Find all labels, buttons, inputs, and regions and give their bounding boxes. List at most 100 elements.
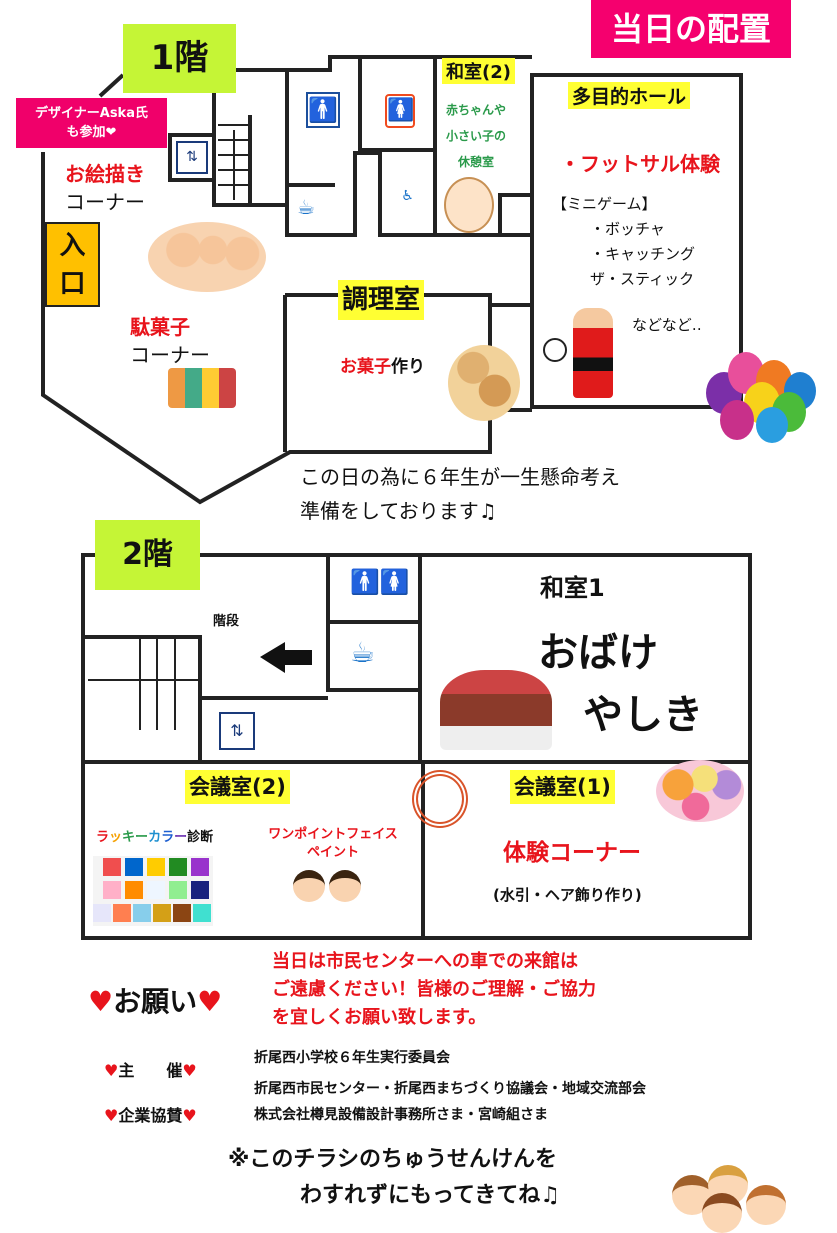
host-list: 折尾西小学校６年生実行委員会 折尾西市民センター・折尾西まちづくり協議会・地域交… — [254, 1043, 646, 1105]
minigame-item: ・ボッチャ — [590, 220, 665, 238]
lucky-color-char: ー — [135, 830, 149, 845]
color-swatch — [169, 858, 187, 876]
soccer-ball-icon — [543, 338, 567, 362]
kids-illustration — [148, 222, 266, 292]
dagashi-corner: 駄菓子 コーナー — [130, 313, 210, 369]
drawing-corner-sub: コーナー — [65, 190, 145, 214]
page-title: 当日の配置 — [591, 0, 791, 58]
elevator-icon: ⇅ — [219, 712, 255, 750]
drawing-corner-title: お絵描き — [65, 162, 145, 186]
flowers-illustration — [656, 760, 744, 822]
color-swatch — [103, 858, 121, 876]
color-swatch — [169, 881, 187, 899]
color-swatch — [153, 904, 171, 922]
lucky-color-label: ラッキーカラー診断 — [96, 826, 213, 845]
cooking-title: 調理室 — [338, 280, 425, 320]
heart-icon: ♥ — [197, 985, 223, 1018]
washitsu2-desc-line: 赤ちゃんや — [445, 103, 506, 117]
request-label-text: お願い — [113, 985, 198, 1018]
toilet-icon: 🚹🚺 — [350, 568, 410, 596]
raffle-note: ※このチラシのちゅうせんけんを わすれずにもってきてね♫ — [228, 1142, 560, 1214]
face-paint-label: ワンポイントフェイス ペイント — [258, 826, 408, 862]
elevator-icon: ⇅ — [176, 141, 208, 174]
heart-icon: ♥ — [104, 1106, 119, 1125]
designer-note-line: も参加❤ — [66, 125, 117, 140]
haunted-house-line1: おばけ — [538, 630, 658, 676]
soccer-player-illustration — [573, 308, 613, 398]
hall-title: 多目的ホール — [568, 82, 691, 109]
child-face — [329, 870, 361, 902]
lucky-color-char: ラ — [96, 830, 110, 845]
stairs-label: 階段 — [213, 614, 240, 629]
heart-icon: ♥ — [88, 985, 114, 1018]
color-swatch — [125, 858, 143, 876]
mizuhiki-knot-icon — [412, 770, 468, 828]
balloon-icon — [720, 400, 754, 440]
entrance-char: 入 — [59, 231, 86, 261]
prep-message-line: 準備をしております♫ — [300, 499, 497, 523]
experience-corner-sub: (水引・ヘア飾り作り) — [493, 886, 642, 904]
designer-note: デザイナーAska氏 も参加❤ — [16, 98, 167, 148]
color-swatch — [193, 904, 211, 922]
lucky-color-char: カ — [148, 830, 162, 845]
designer-note-line: デザイナーAska氏 — [35, 106, 148, 121]
kitchenette-icon: ☕ — [350, 636, 376, 669]
washitsu2-title: 和室(2) — [442, 58, 515, 84]
minigame-heading: 【ミニゲーム】 — [552, 195, 657, 213]
request-line: を宜しくお願い致します。 — [272, 1007, 487, 1028]
host-item: 折尾西小学校６年生実行委員会 — [254, 1050, 450, 1066]
kids-facepaint-illustration — [293, 870, 363, 926]
color-swatch — [125, 881, 143, 899]
host-label-text: 主 催 — [118, 1061, 183, 1080]
lucky-color-char: ッ — [109, 830, 123, 845]
sponsor-label: ♥企業協賛♥ — [104, 1102, 197, 1126]
drawing-corner: お絵描き コーナー — [65, 160, 145, 216]
washitsu2-desc-line: 小さい子の — [445, 129, 506, 143]
entrance-label: 入 口 — [45, 222, 100, 307]
request-text: 当日は市民センターへの車での来館は ご遠慮ください！皆様のご理解・ご協力 を宜し… — [272, 948, 596, 1032]
floor1-label: 1階 — [123, 24, 236, 93]
child-face — [293, 870, 325, 902]
baby-illustration — [444, 177, 494, 233]
hall-futsal: ・フットサル体験 — [560, 152, 720, 176]
floor2-label: 2階 — [95, 520, 200, 590]
sponsor-list: 株式会社樽見設備設計事務所さま・宮崎組さま — [254, 1107, 548, 1123]
cooking-activity: お菓子作り — [340, 352, 425, 377]
color-swatch — [173, 904, 191, 922]
request-line: 当日は市民センターへの車での来館は — [272, 951, 578, 972]
snacks-illustration — [168, 368, 236, 408]
washitsu1-title: 和室1 — [540, 574, 605, 602]
face-paint-line: ワンポイントフェイス — [268, 827, 398, 842]
color-swatches — [93, 856, 213, 926]
lucky-color-char: ラ — [161, 830, 175, 845]
color-swatch — [147, 858, 165, 876]
womens-toilet-icon: 🚺 — [385, 94, 415, 128]
heart-icon: ♥ — [182, 1106, 197, 1125]
washitsu2-desc: 赤ちゃんや 小さい子の 休憩室 — [443, 97, 509, 175]
meeting1-title: 会議室(1) — [510, 770, 615, 804]
balloons-illustration — [706, 352, 820, 443]
cooking-activity-black: 作り — [391, 357, 425, 377]
minigame-item: ザ・スティック — [590, 270, 695, 288]
mens-toilet-icon: 🚹 — [306, 92, 340, 128]
happy-kids-illustration — [672, 1165, 792, 1233]
color-swatch — [191, 858, 209, 876]
meeting2-title: 会議室(2) — [185, 770, 290, 804]
color-swatch — [93, 904, 111, 922]
color-swatch — [103, 881, 121, 899]
raffle-note-line: わすれずにもってきてね♫ — [300, 1183, 560, 1208]
cookies-illustration — [448, 345, 520, 421]
request-label: ♥お願い♥ — [88, 980, 222, 1020]
prep-message: この日の為に６年生が一生懸命考え 準備をしております♫ — [300, 460, 620, 528]
lucky-color-char: キ — [122, 830, 136, 845]
prep-message-line: この日の為に６年生が一生懸命考え — [300, 465, 620, 489]
sponsor-label-text: 企業協賛 — [118, 1106, 183, 1125]
dagashi-corner-title: 駄菓子 — [130, 315, 190, 339]
raffle-note-line: ※このチラシのちゅうせんけんを — [228, 1147, 557, 1172]
haunted-house-line2: やしき — [583, 692, 703, 738]
request-line: ご遠慮ください！皆様のご理解・ご協力 — [272, 979, 596, 1000]
experience-corner: 体験コーナー — [503, 840, 641, 866]
color-swatch — [147, 881, 165, 899]
balloon-icon — [756, 407, 788, 443]
hall-minigames: 【ミニゲーム】 ・ボッチャ ・キャッチング ザ・スティック — [552, 192, 695, 292]
